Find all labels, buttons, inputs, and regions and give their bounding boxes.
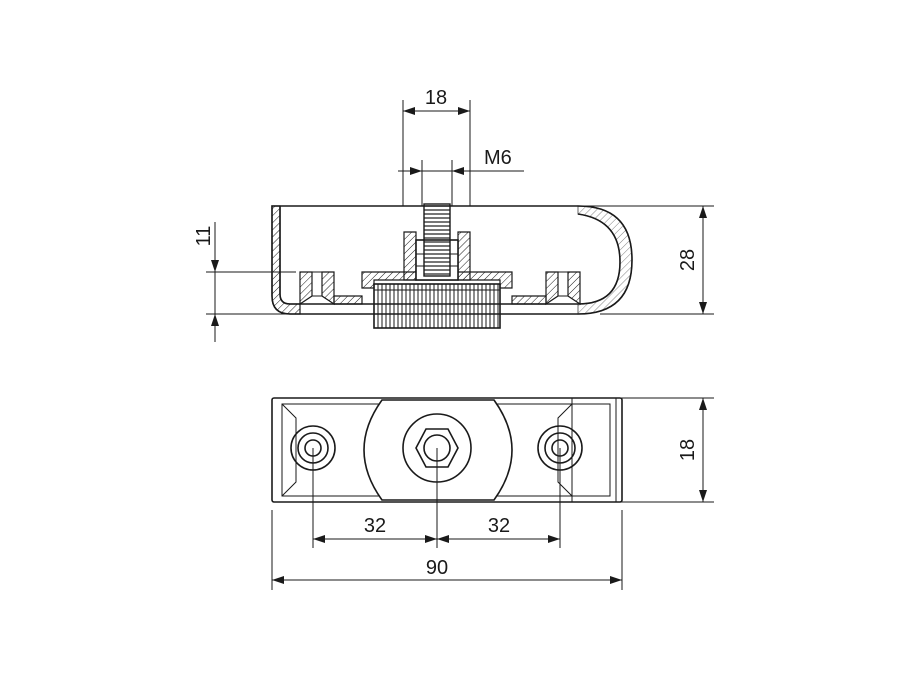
dim-spacing-right: 32 [488, 515, 510, 537]
dim-thread: M6 [484, 147, 512, 169]
knurled-foot [373, 283, 501, 329]
side-view [271, 203, 633, 329]
dimensions: 18 M6 11 28 18 [193, 87, 714, 590]
threaded-stud [423, 203, 451, 277]
dim-spacing-left: 32 [364, 515, 386, 537]
base-outline [271, 397, 623, 503]
dim-height-11: 11 [193, 226, 215, 247]
dim-height-28: 28 [677, 249, 699, 271]
top-view [271, 397, 623, 503]
dim-width-18: 18 [677, 439, 699, 461]
dim-length-total: 90 [426, 557, 448, 579]
dim-stud-width: 18 [425, 87, 447, 109]
